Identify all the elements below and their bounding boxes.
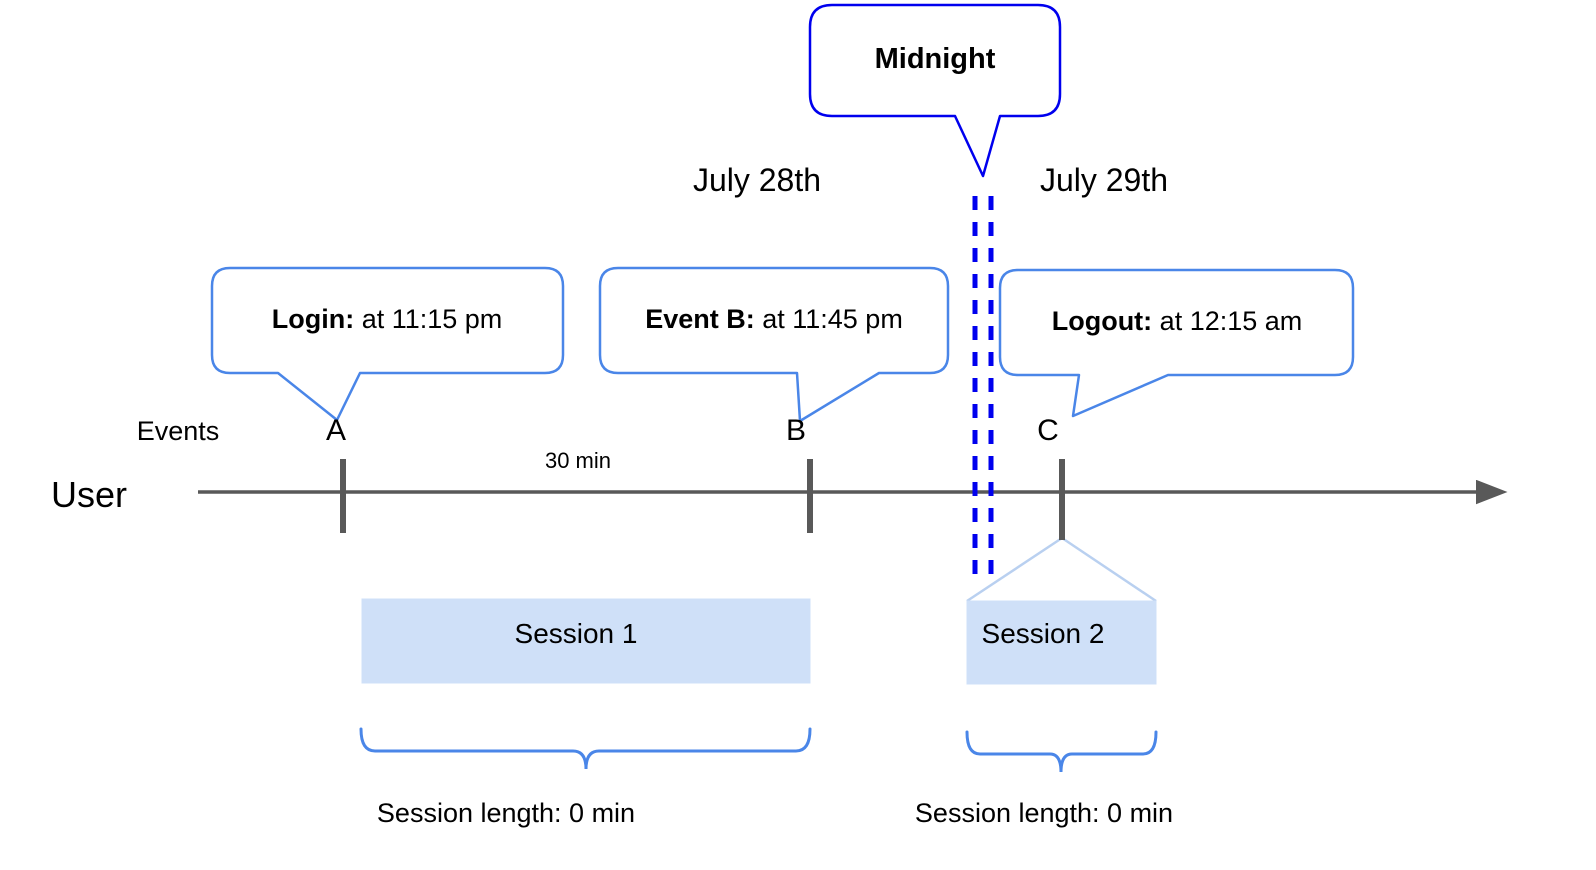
midnight-label: Midnight xyxy=(874,43,996,75)
session-1-box xyxy=(361,598,811,684)
callout-login-text: Login: at 11:15 pm xyxy=(272,306,503,333)
user-row-label: User xyxy=(50,474,128,515)
session-2-length-label: Session length: 0 min xyxy=(914,798,1174,828)
callout-login-shape[interactable] xyxy=(210,266,565,422)
callout-event-b-rest: at 11:45 pm xyxy=(754,304,903,334)
callout-logout-bold: Logout: xyxy=(1051,306,1153,336)
session-1-label: Session 1 xyxy=(514,618,638,649)
tick-label-b: B xyxy=(785,414,807,447)
callout-logout-shape[interactable] xyxy=(998,268,1355,418)
midnight-boundary-lines xyxy=(972,196,994,586)
callout-event-b-text: Event B: at 11:45 pm xyxy=(645,306,903,333)
tick-label-c: C xyxy=(1037,414,1059,447)
brace-session-1 xyxy=(359,727,812,770)
callout-event-b-shape[interactable] xyxy=(598,266,950,423)
brace-session-2 xyxy=(965,730,1158,773)
callout-login-bold: Login: xyxy=(271,304,355,334)
session-2-label: Session 2 xyxy=(981,618,1105,649)
tick-label-a: A xyxy=(325,414,347,447)
duration-label-30min: 30 min xyxy=(544,448,612,473)
callout-event-b-bold: Event B: xyxy=(645,304,755,334)
session-2-connector xyxy=(966,536,1157,603)
date-label-july-29: July 29th xyxy=(1039,162,1169,198)
session-2-box xyxy=(966,600,1157,685)
date-label-july-28: July 28th xyxy=(692,162,822,198)
midnight-callout-shape[interactable] xyxy=(808,3,1062,178)
callout-login-rest: at 11:15 pm xyxy=(354,304,503,334)
events-row-label: Events xyxy=(136,416,220,446)
session-1-length-label: Session length: 0 min xyxy=(376,798,636,828)
callout-logout-rest: at 12:15 am xyxy=(1152,306,1303,336)
callout-logout-text: Logout: at 12:15 am xyxy=(1052,308,1303,335)
